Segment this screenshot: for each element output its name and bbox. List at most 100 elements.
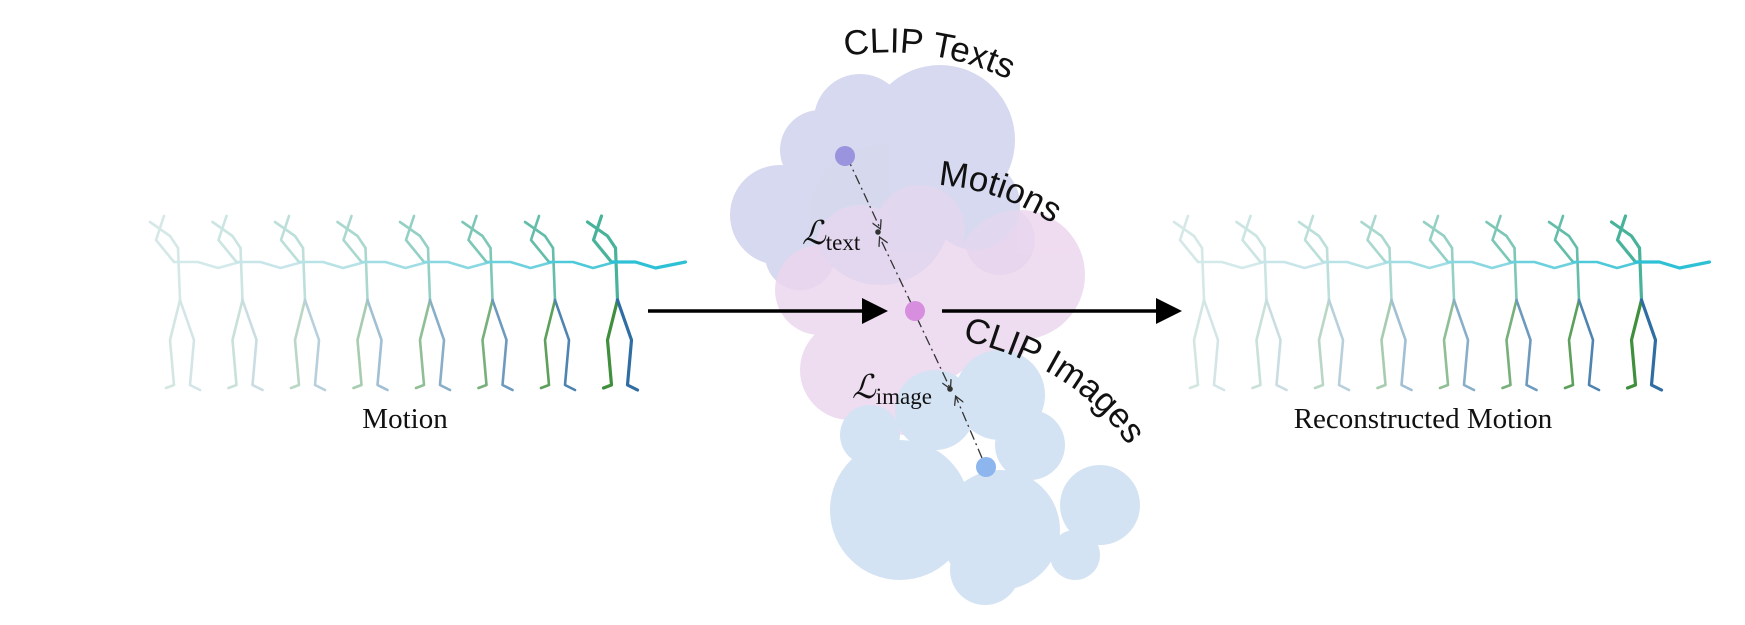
skeleton-torso <box>1200 246 1206 302</box>
skeleton-left-arm <box>1491 214 1512 264</box>
skeleton-neck <box>1485 220 1516 250</box>
skeleton-torso <box>613 246 620 302</box>
skeleton-frame <box>398 214 492 392</box>
skeleton-neck <box>336 220 367 250</box>
skeleton-left-leg <box>539 298 557 390</box>
skeleton-frame <box>148 214 242 392</box>
clip-images-cloud <box>830 350 1140 605</box>
motion-embedding-point <box>905 301 925 321</box>
skeleton-left-leg <box>1438 298 1456 390</box>
skeleton-neck <box>585 220 618 250</box>
skeleton-left-leg <box>289 298 307 390</box>
skeleton-right-leg <box>1390 298 1413 392</box>
skeleton-left-arm <box>154 214 176 264</box>
reconstructed-motion-sequence <box>1172 214 1712 392</box>
skeleton-left-arm <box>529 214 551 264</box>
skeleton-frame <box>1547 214 1641 392</box>
skeleton-right-arm <box>297 260 367 270</box>
skeleton-torso <box>426 246 432 302</box>
skeleton-neck <box>523 220 555 250</box>
text-embedding-point <box>835 146 855 166</box>
decoder-arrow <box>942 298 1182 324</box>
skeleton-right-arm <box>485 260 554 270</box>
skeleton-right-leg <box>1327 298 1351 392</box>
skeleton-torso <box>1575 246 1581 302</box>
skeleton-frame <box>273 214 367 392</box>
skeleton-neck <box>148 220 180 250</box>
skeleton-torso <box>239 246 244 302</box>
skeleton-left-leg <box>227 298 244 390</box>
skeleton-frame <box>336 214 429 392</box>
skeleton-torso <box>551 246 557 302</box>
skeleton-right-arm <box>1384 260 1453 270</box>
skeleton-right-leg <box>428 298 452 392</box>
output-caption: Reconstructed Motion <box>1294 403 1553 435</box>
skeleton-torso <box>1263 246 1268 302</box>
skeleton-frame <box>1609 214 1712 392</box>
skeleton-left-arm <box>1303 214 1325 264</box>
skeleton-right-arm <box>235 260 304 270</box>
skeleton-torso <box>1513 246 1518 302</box>
skeleton-neck <box>1235 220 1266 250</box>
image-embedding-point <box>976 457 996 477</box>
skeleton-frame <box>1172 214 1266 392</box>
skeleton-neck <box>398 220 430 250</box>
skeleton-right-arm <box>422 260 492 270</box>
skeleton-right-leg <box>1265 298 1288 392</box>
skeleton-right-leg <box>1577 298 1601 392</box>
skeleton-left-leg <box>1501 298 1518 390</box>
skeleton-frame <box>211 214 304 392</box>
skeleton-left-leg <box>164 298 182 390</box>
skeleton-neck <box>1172 220 1204 250</box>
svg-text:ℒtext: ℒtext <box>802 216 861 255</box>
skeleton-frame <box>1485 214 1578 392</box>
skeleton-neck <box>1360 220 1391 250</box>
loss-text-label: ℒtext <box>802 216 861 255</box>
skeleton-left-arm <box>279 214 301 264</box>
skeleton-neck <box>1422 220 1454 250</box>
skeleton-frame <box>1297 214 1391 392</box>
skeleton-torso <box>176 246 182 302</box>
skeleton-neck <box>273 220 305 250</box>
skeleton-right-leg <box>241 298 264 392</box>
skeleton-right-arm <box>1509 260 1578 270</box>
skeleton-right-arm <box>1571 260 1641 270</box>
skeleton-right-leg <box>1452 298 1476 392</box>
skeleton-neck <box>1297 220 1329 250</box>
skeleton-right-arm <box>172 260 242 270</box>
skeleton-left-arm <box>591 214 614 264</box>
skeleton-right-leg <box>366 298 389 392</box>
skeleton-right-leg <box>553 298 577 392</box>
skeleton-right-leg <box>1639 298 1664 392</box>
skeleton-right-arm <box>1633 260 1712 270</box>
skeleton-right-arm <box>547 260 617 270</box>
loss-lines <box>846 156 983 459</box>
svg-text:ℒimage: ℒimage <box>852 370 932 409</box>
skeleton-right-leg <box>1202 298 1226 392</box>
skeleton-left-leg <box>601 298 620 390</box>
skeleton-left-arm <box>467 214 488 264</box>
skeleton-left-arm <box>1428 214 1450 264</box>
skeleton-left-arm <box>1178 214 1200 264</box>
skeleton-left-leg <box>1188 298 1206 390</box>
input-motion-sequence <box>148 214 688 392</box>
skeleton-frame <box>1360 214 1453 392</box>
skeleton-left-arm <box>217 214 238 264</box>
skeleton-left-arm <box>1366 214 1387 264</box>
skeleton-right-leg <box>1515 298 1538 392</box>
skeleton-torso <box>1450 246 1456 302</box>
skeleton-right-arm <box>1196 260 1266 270</box>
skeleton-neck <box>1609 220 1642 250</box>
encoder-arrow <box>648 298 888 324</box>
skeleton-left-leg <box>1376 298 1393 390</box>
skeleton-right-arm <box>1259 260 1328 270</box>
skeleton-frame <box>1422 214 1516 392</box>
skeleton-right-arm <box>1446 260 1516 270</box>
skeleton-left-leg <box>352 298 369 390</box>
skeleton-torso <box>1325 246 1331 302</box>
skeleton-torso <box>1388 246 1393 302</box>
skeleton-left-leg <box>414 298 432 390</box>
skeleton-left-arm <box>404 214 426 264</box>
skeleton-torso <box>301 246 307 302</box>
